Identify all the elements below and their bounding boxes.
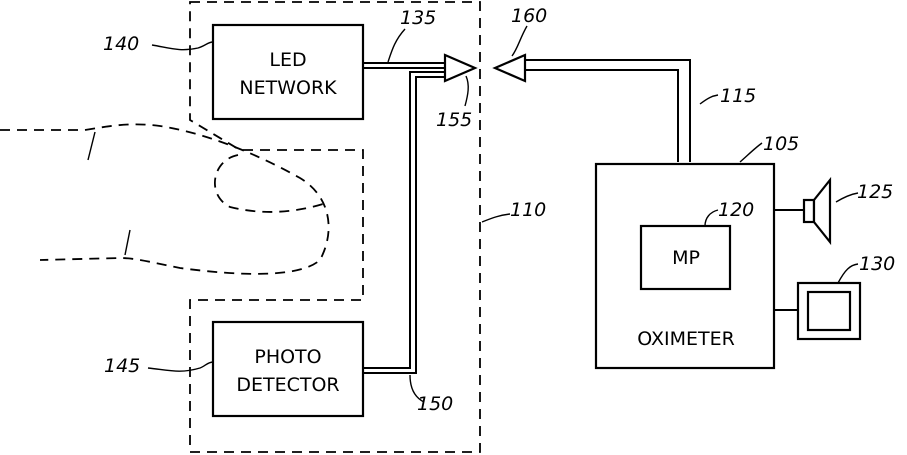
ref-120: 120	[718, 199, 754, 221]
speaker-icon	[774, 180, 830, 242]
ref-160: 160	[511, 5, 547, 27]
finger-outline	[0, 124, 329, 274]
ref-150: 150	[417, 393, 453, 415]
led-network-block	[213, 25, 363, 119]
oximeter-label: OXIMETER	[637, 328, 735, 350]
ref-130: 130	[859, 253, 895, 275]
led-network-label-line2: NETWORK	[239, 77, 337, 99]
ref-105: 105	[763, 133, 799, 155]
cable-connector	[495, 55, 525, 81]
ref-155: 155	[436, 109, 472, 131]
sensor-connector	[445, 55, 475, 81]
detector-signal-line	[363, 72, 445, 368]
ref-140: 140	[103, 33, 139, 55]
photo-detector-label-line1: PHOTO	[254, 346, 321, 368]
ref-145: 145	[104, 355, 140, 377]
mp-label: MP	[672, 247, 700, 269]
led-network-label-line1: LED	[269, 49, 306, 71]
ref-115: 115	[720, 85, 756, 107]
photo-detector-label-line2: DETECTOR	[236, 374, 339, 396]
display-icon	[774, 283, 860, 339]
ref-110: 110	[510, 199, 546, 221]
cable	[525, 60, 690, 162]
ref-135: 135	[400, 7, 436, 29]
ref-125: 125	[857, 181, 893, 203]
photo-detector-block	[213, 322, 363, 416]
